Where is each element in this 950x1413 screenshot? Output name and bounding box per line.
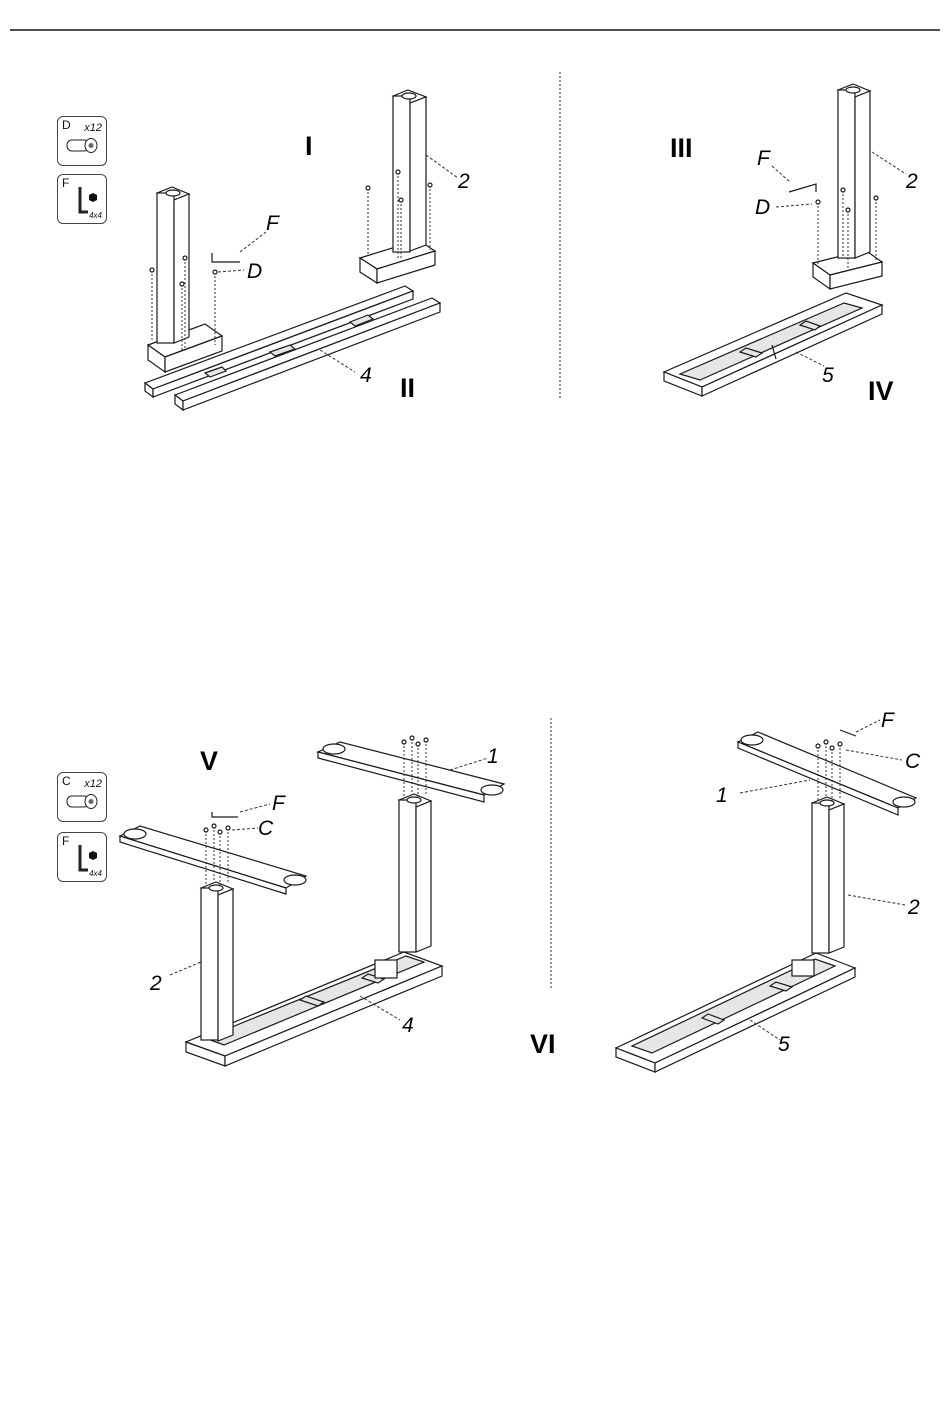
leader-line	[240, 804, 270, 812]
part-label: 2	[905, 170, 918, 193]
part-label: 2	[149, 972, 162, 995]
leader-line	[240, 232, 266, 252]
part-label: 4	[402, 1014, 414, 1037]
part-label: F	[272, 792, 286, 815]
leader-line	[796, 352, 824, 366]
part-label: 4	[360, 364, 372, 387]
part-label: D	[755, 196, 770, 219]
leader-line	[740, 780, 810, 793]
frame-rails-5	[616, 953, 855, 1072]
step-numeral: I	[305, 131, 313, 161]
leader-line	[846, 750, 902, 760]
step-numeral: II	[400, 373, 415, 403]
leader-line	[426, 155, 458, 178]
hex-key-icon	[212, 812, 238, 817]
leader-line	[320, 350, 355, 372]
step-numeral: III	[670, 133, 693, 163]
part-label: C	[258, 817, 274, 840]
part-label: F	[266, 212, 280, 235]
part-label: 2	[907, 896, 920, 919]
leader-line	[848, 895, 905, 905]
lifting-column-2	[399, 794, 431, 952]
leader-line	[170, 962, 201, 975]
part-label: 5	[778, 1033, 790, 1056]
lifting-column-2	[201, 882, 233, 1041]
leader-line	[856, 720, 880, 732]
leader-line	[772, 166, 790, 182]
step-numeral: IV	[868, 376, 894, 406]
lifting-column-2	[812, 797, 844, 953]
part-label: C	[905, 750, 921, 773]
step-numeral: V	[200, 746, 218, 776]
leader-line	[232, 828, 258, 830]
part-label: F	[881, 709, 895, 732]
part-label: 1	[487, 745, 499, 768]
leader-line	[776, 204, 812, 207]
part-label: 5	[822, 364, 834, 387]
part-label: 1	[716, 784, 728, 807]
leader-line	[450, 758, 488, 770]
leader-line	[750, 1020, 780, 1040]
leader-line	[872, 152, 906, 174]
hex-key-icon	[789, 184, 816, 192]
step-numeral: VI	[530, 1029, 556, 1059]
leader-line	[218, 270, 244, 272]
part-label: D	[247, 260, 262, 283]
top-bracket-1-right	[318, 742, 504, 802]
frame-rails-5	[664, 293, 882, 396]
lifting-column-2	[360, 90, 435, 283]
part-label: F	[757, 147, 771, 170]
hex-key-icon	[212, 253, 240, 262]
part-label: 2	[457, 170, 470, 193]
hex-key-icon	[840, 730, 856, 736]
